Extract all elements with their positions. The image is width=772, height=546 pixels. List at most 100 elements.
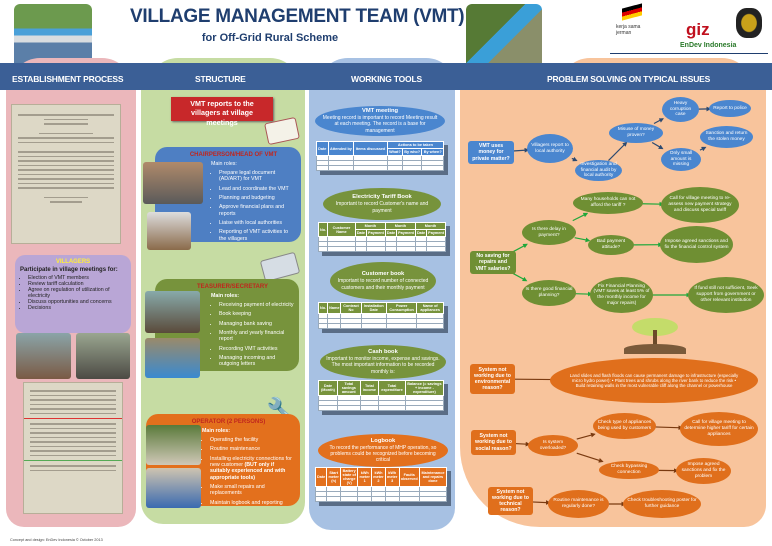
operator-photo [146,468,201,508]
section-problem-solving: PROBLEM SOLVING ON TYPICAL ISSUES [547,74,711,84]
legal-document-image [11,104,121,244]
endev-logo: EnDev Indonesia [680,42,737,49]
flow-node-bypass: Check bypassing connection [599,461,659,479]
partner-logos: kerja sama jerman giz EnDev Indonesia [610,3,768,54]
flow-node-attitude: Bad payment attitude? [588,235,634,255]
village-meeting-photo [16,333,71,379]
flow-node-q-social: System not working due to social reason? [471,430,516,455]
flow-arrow [654,425,684,431]
flow-node-q-private: VMT uses money for private matter? [468,141,514,164]
flow-arrow [513,243,528,253]
column-header: Battery state of charge (V) [340,467,359,487]
chair-role-item: Lead and coordinate the VMT [219,186,296,192]
flow-arrow [576,432,596,440]
flow-node-report-local: Villagers report to local authority [527,134,573,163]
flow-node-appliances: Check type of appliances being used by c… [593,413,656,439]
chair-role-item: Approve financial plans and reports [219,204,296,217]
villager-role-item: Agree on regulation of utilization of el… [28,287,126,299]
flow-arrow [699,146,707,152]
flow-arrow [571,156,578,162]
section-header-bar [0,63,772,90]
chairperson-title: CHAIRPERSON/HEAD OF VMT [189,152,278,158]
tool-title: Customer book [361,271,405,278]
operator-photo [146,425,201,465]
operator-role-item: Operating the facility [210,437,295,443]
flow-node-fund: If fund still not sufficient, Seek suppo… [688,277,764,313]
village-meeting-photo [76,333,130,379]
flow-node-heavy: Heavy corruption case [662,97,699,122]
flow-node-police: Report to police [709,100,751,117]
flow-node-q-env: System not working due to environmental … [470,364,515,394]
flow-node-overload: Is system overloaded? [528,435,578,456]
giz-logo: giz [686,20,710,39]
flow-arrow [514,441,531,447]
tool-title: Electricity Tariff Book [352,194,412,201]
tool-description: Meeting record is important to record Me… [322,115,438,134]
chairperson-portrait-photo [147,212,191,250]
villagers-title: VILLAGERS [55,259,91,265]
treasurer-roles-label: Main roles: [211,293,239,299]
flow-node-trouble: Check troubleshooting poster for further… [623,490,701,518]
flow-node-afford: Many households can not afford the tarif… [573,192,643,214]
flow-arrow [574,237,591,243]
table-row [317,323,444,329]
tariff-calculation-document [23,382,123,514]
flow-arrow [651,141,664,150]
flow-arrow [576,452,604,463]
tool-description: Important to record number of connected … [337,278,429,291]
villager-role-item: Election of VMT members [28,275,126,281]
kerjasama-logo-text: kerja sama jerman [616,24,641,36]
flow-node-routine: Routine maintenance is regularly done? [548,490,609,518]
chair-role-item: Prepare legal document (AD/ART) for VMT [219,170,296,183]
treasurer-role-item: Managing incoming and outgoing letters [219,355,294,368]
treasurer-role-item: Recording VMT activities [219,346,294,352]
operator-role-item: Maintain logbook and reporting [210,500,295,506]
footer-credit: Concept and design: EnDev Indonesia © Oc… [10,538,103,542]
column-header: Balance (= savings + income - expenditur… [404,380,445,396]
chairperson-meeting-photo [143,162,203,204]
chair-role-item: Reporting of VMT activities to the villa… [219,229,296,242]
flow-node-q-saving: No saving for repairs and VMT salaries? [470,251,516,274]
flow-node-investigation: Investigation and financial audit by loc… [575,160,622,181]
chair-role-item: Planning and budgeting [219,195,296,201]
flow-node-impose1: Impose agreed sanctions and fix the fina… [660,226,733,263]
table-row [317,246,446,252]
operator-role-item: Make small repairs and replacements [210,484,295,497]
treasurer-title: TEASURER/SECRETARY [196,284,268,290]
operator-roles-label: Main roles: [202,428,230,434]
flow-node-misuse: Misuse of money proven? [609,123,663,143]
table-row [318,405,445,411]
flow-node-planning: Is there good financial planning? [522,280,576,306]
treasurer-role-item: Book keeping [219,311,294,317]
tree-icon [622,318,688,354]
flow-node-delay: Is there delay in payment? [522,220,576,245]
flow-node-landslide: Land slides and flash floods can cause p… [550,358,758,403]
operator-note: (BUT only if suitably experienced and wi… [210,462,286,481]
flow-node-call2: Call for village meeting to determine hi… [680,412,758,446]
treasurer-role-item: Managing bank saving [219,321,294,327]
flow-node-fix: Fix Financial Planning (VMT saves at lea… [590,277,653,313]
treasurer-role-item: Monthly and yearly financial report [219,330,294,343]
treasurer-role-item: Receiving payment of electricity [219,302,294,308]
treasurer-photo [145,338,200,378]
tool-title: Logbook [370,437,396,444]
villager-role-item: Discuss opportunities and concerns [28,299,126,305]
section-working-tools: WORKING TOOLS [351,74,422,84]
villager-role-item: Review tariff calculation [28,281,126,287]
table-row [314,486,448,492]
flow-arrow [512,147,530,153]
operator-role-item: Routine maintenance [210,446,295,452]
page-title: VILLAGE MANAGEMENT TEAM (VMT) [130,6,465,27]
section-structure: STRUCTURE [195,74,246,84]
tool-description: Important to monitor income, expense and… [326,356,440,375]
